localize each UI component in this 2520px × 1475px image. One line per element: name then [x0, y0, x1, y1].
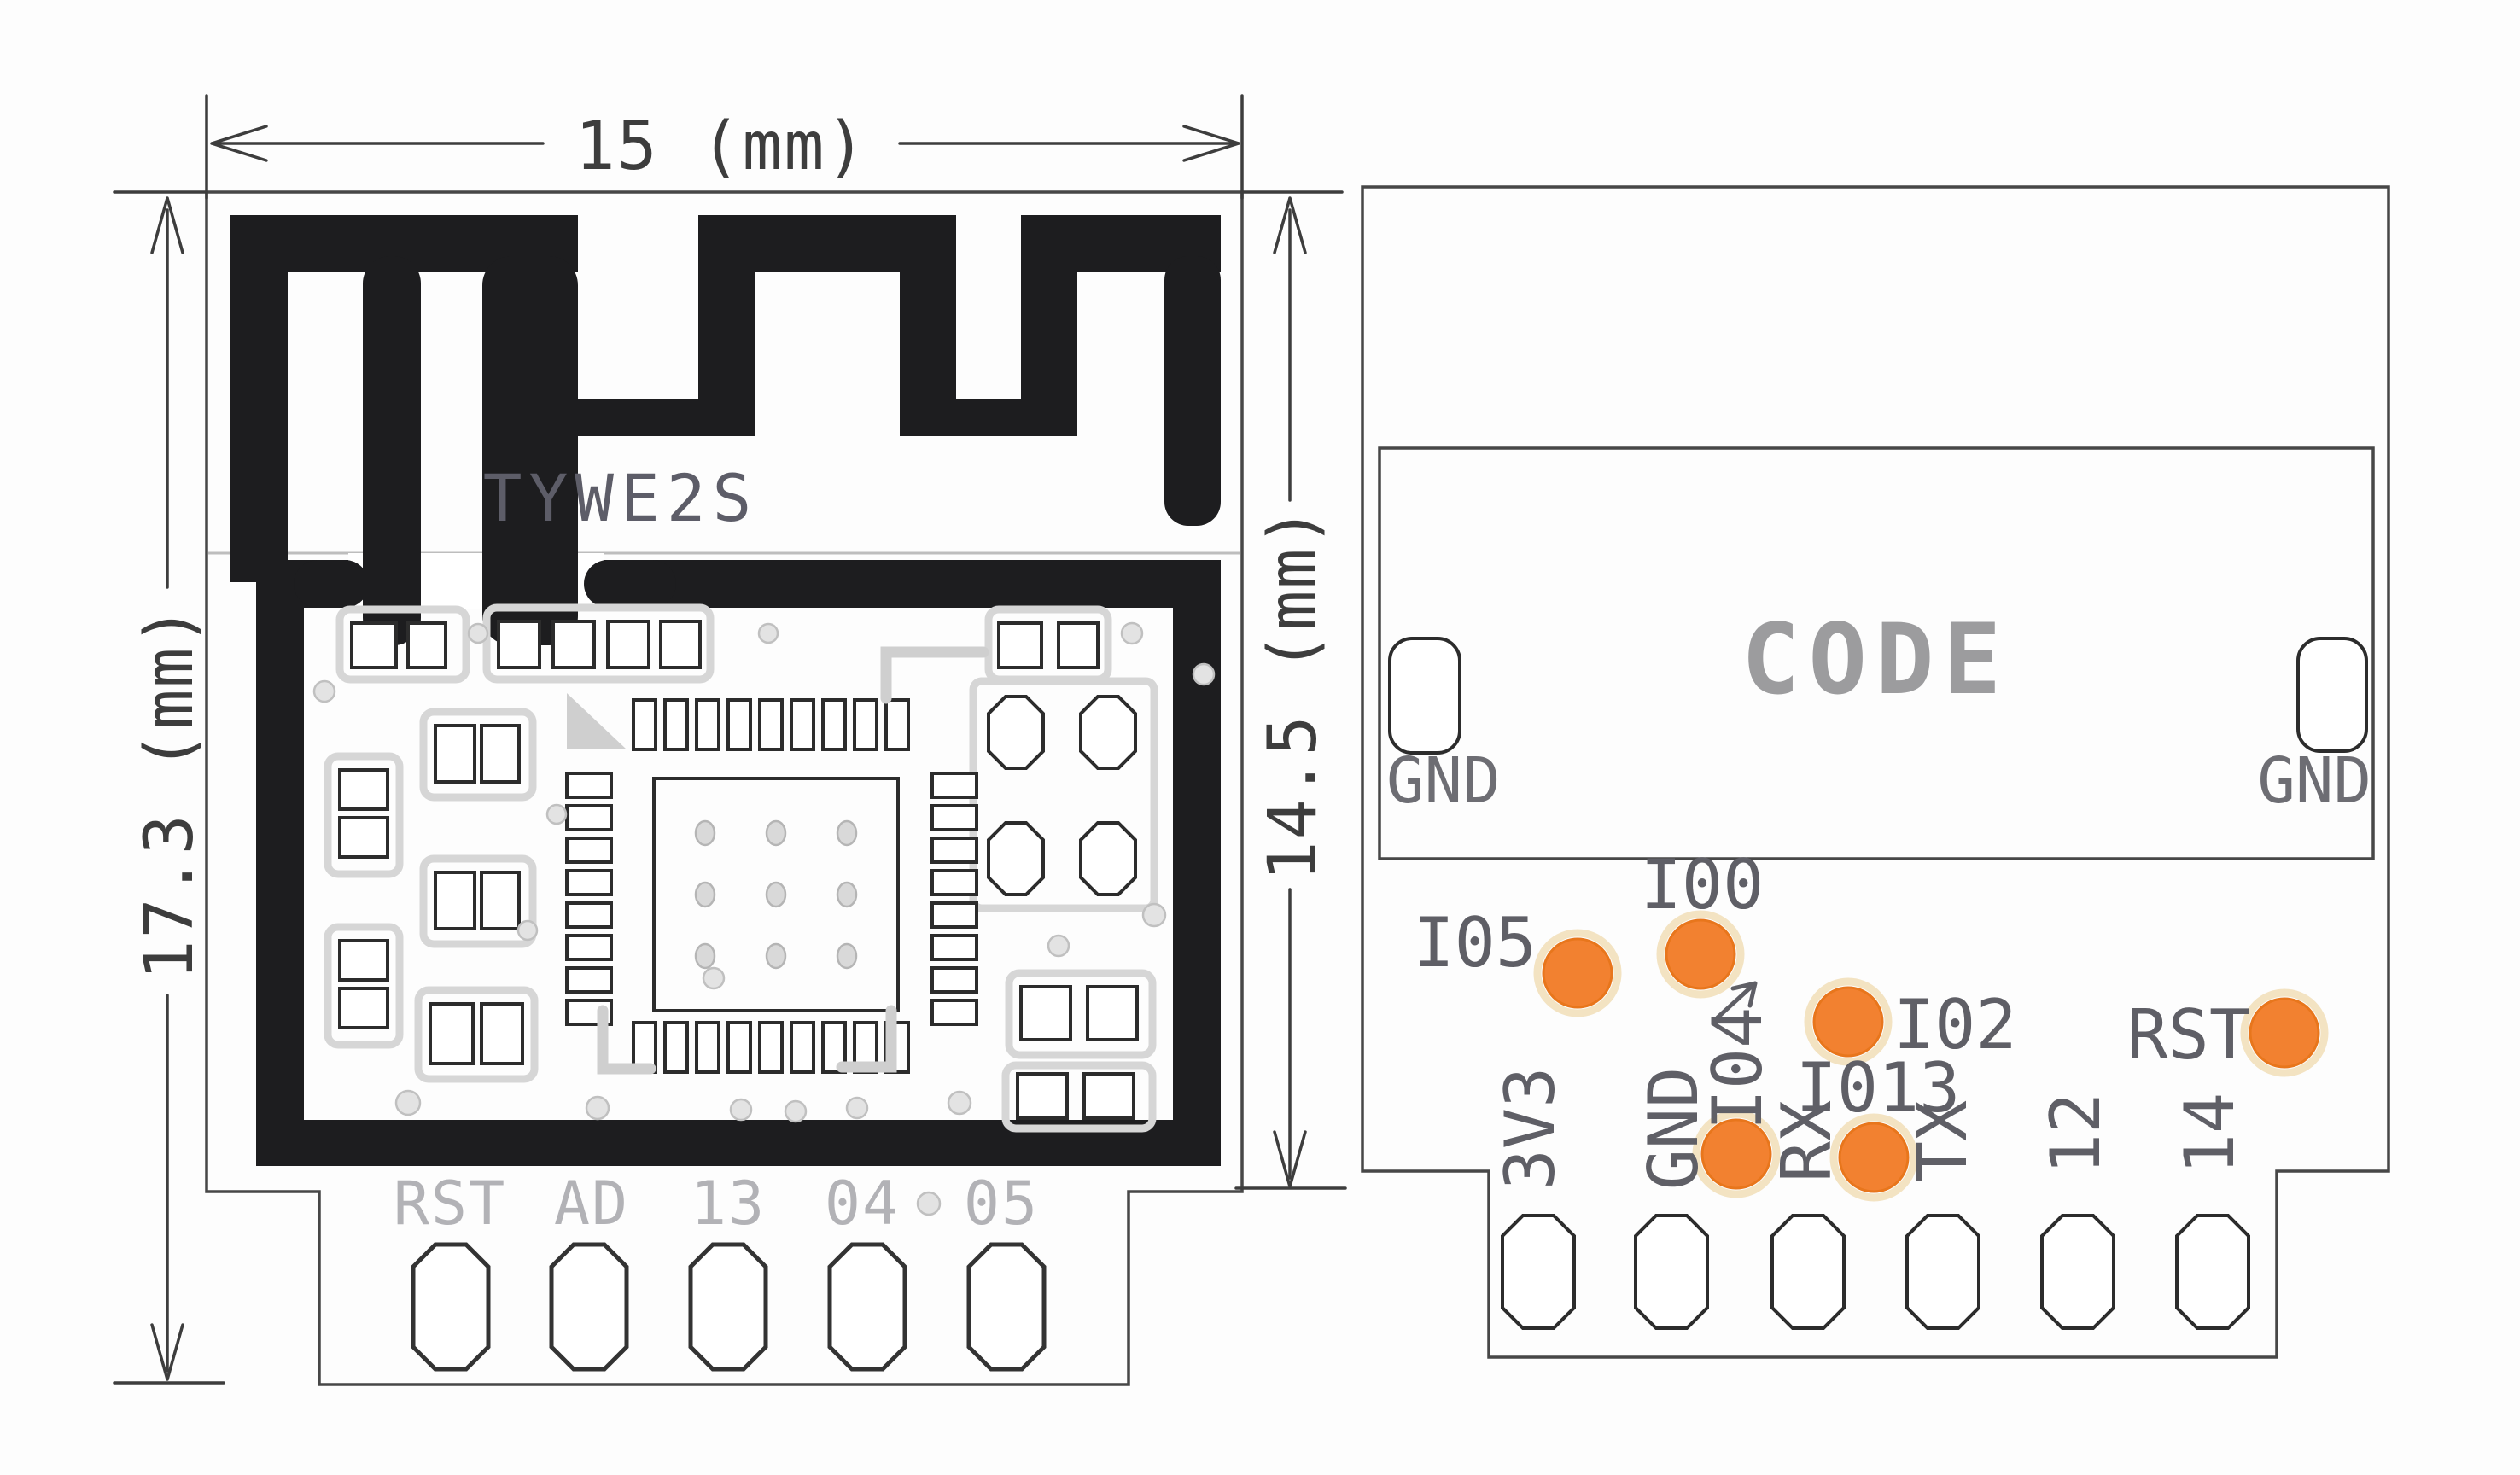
qfn-footprint: [565, 646, 989, 1075]
pad-label-rst: RST: [394, 1169, 506, 1239]
tp-label-rst: RST: [2127, 995, 2251, 1075]
shield-area-outline: [1378, 446, 2375, 860]
castellated-pad: [549, 1242, 629, 1372]
module-name-label: TYWE2S: [483, 460, 759, 536]
code-label: CODE: [1741, 603, 2010, 716]
crystal-footprint: [969, 677, 1158, 912]
castellated-pad: [688, 1242, 768, 1372]
castellated-pad: [1501, 1214, 1576, 1330]
castellated-pad: [827, 1242, 907, 1372]
gnd-pad-right: [2296, 637, 2368, 753]
dim-width-text: 15 (mm): [575, 108, 868, 185]
dim-height-total-text: 17.3 (mm): [131, 604, 208, 981]
pad-label-13: 13: [691, 1169, 766, 1239]
dimension-width: 15 (mm): [113, 94, 1344, 200]
pad-label-3v3: 3V3: [1490, 1067, 1570, 1191]
tp-label-io0: I00: [1641, 845, 1765, 924]
pad-label-ad: AD: [554, 1169, 629, 1239]
dimension-height-total: 17.3 (mm): [113, 196, 225, 1385]
test-point-io2: [1804, 977, 1893, 1066]
io4-arrow-icon: [1715, 981, 1758, 1020]
pad-label-05: 05: [964, 1169, 1039, 1239]
back-board-outline: [1361, 185, 2390, 1359]
component-footprints: [312, 603, 1216, 1133]
pad-label-gnd: GND: [1634, 1067, 1713, 1191]
tp-label-io2: I02: [1893, 985, 2017, 1064]
pad-label-12: 12: [2036, 1093, 2115, 1175]
front-view: TYWE2S: [113, 94, 1347, 1386]
pad-label-04: 04: [825, 1169, 900, 1239]
test-point-rst: [2240, 988, 2329, 1077]
test-points: [1533, 910, 2329, 1202]
front-board-outline: [205, 190, 1244, 1386]
gnd-pad-left: [1388, 637, 1461, 755]
test-point-io4: [1692, 1110, 1781, 1198]
pad-label-14: 14: [2170, 1093, 2249, 1175]
tp-label-io5: I05: [1414, 903, 1537, 982]
castellated-pad: [411, 1242, 491, 1372]
pad-label-tx: TX: [1903, 1100, 1982, 1182]
castellated-pad: [1770, 1214, 1846, 1330]
pad-label-rx: RX: [1767, 1100, 1846, 1182]
gnd-label-left: GND: [1386, 744, 1501, 818]
tp-label-io13: I013: [1796, 1048, 1961, 1128]
test-point-io13: [1829, 1113, 1918, 1202]
via-dots: [312, 621, 1216, 1123]
castellated-pad: [2175, 1214, 2250, 1330]
dim-height-body-text: 14.5 (mm): [1255, 505, 1332, 882]
castellated-pad: [1905, 1214, 1980, 1330]
castellated-pad: [966, 1242, 1047, 1372]
back-view: CODE GND GND I05 I00 I02 I04 I013 RST 3V…: [1361, 185, 2390, 1359]
test-point-io0: [1656, 910, 1745, 999]
tp-label-io4: I04: [1698, 1007, 1777, 1131]
test-point-io5: [1533, 929, 1622, 1017]
castellated-pad: [1634, 1214, 1709, 1330]
back-castellated-pads: [1501, 1214, 2250, 1330]
pcb-antenna: [230, 215, 1221, 645]
castellated-pad: [2040, 1214, 2115, 1330]
gnd-label-right: GND: [2257, 744, 2371, 818]
dimension-height-body: 14.5 (mm): [1234, 196, 1347, 1190]
front-castellated-pads: RST AD 13 04 05: [394, 1169, 1047, 1372]
